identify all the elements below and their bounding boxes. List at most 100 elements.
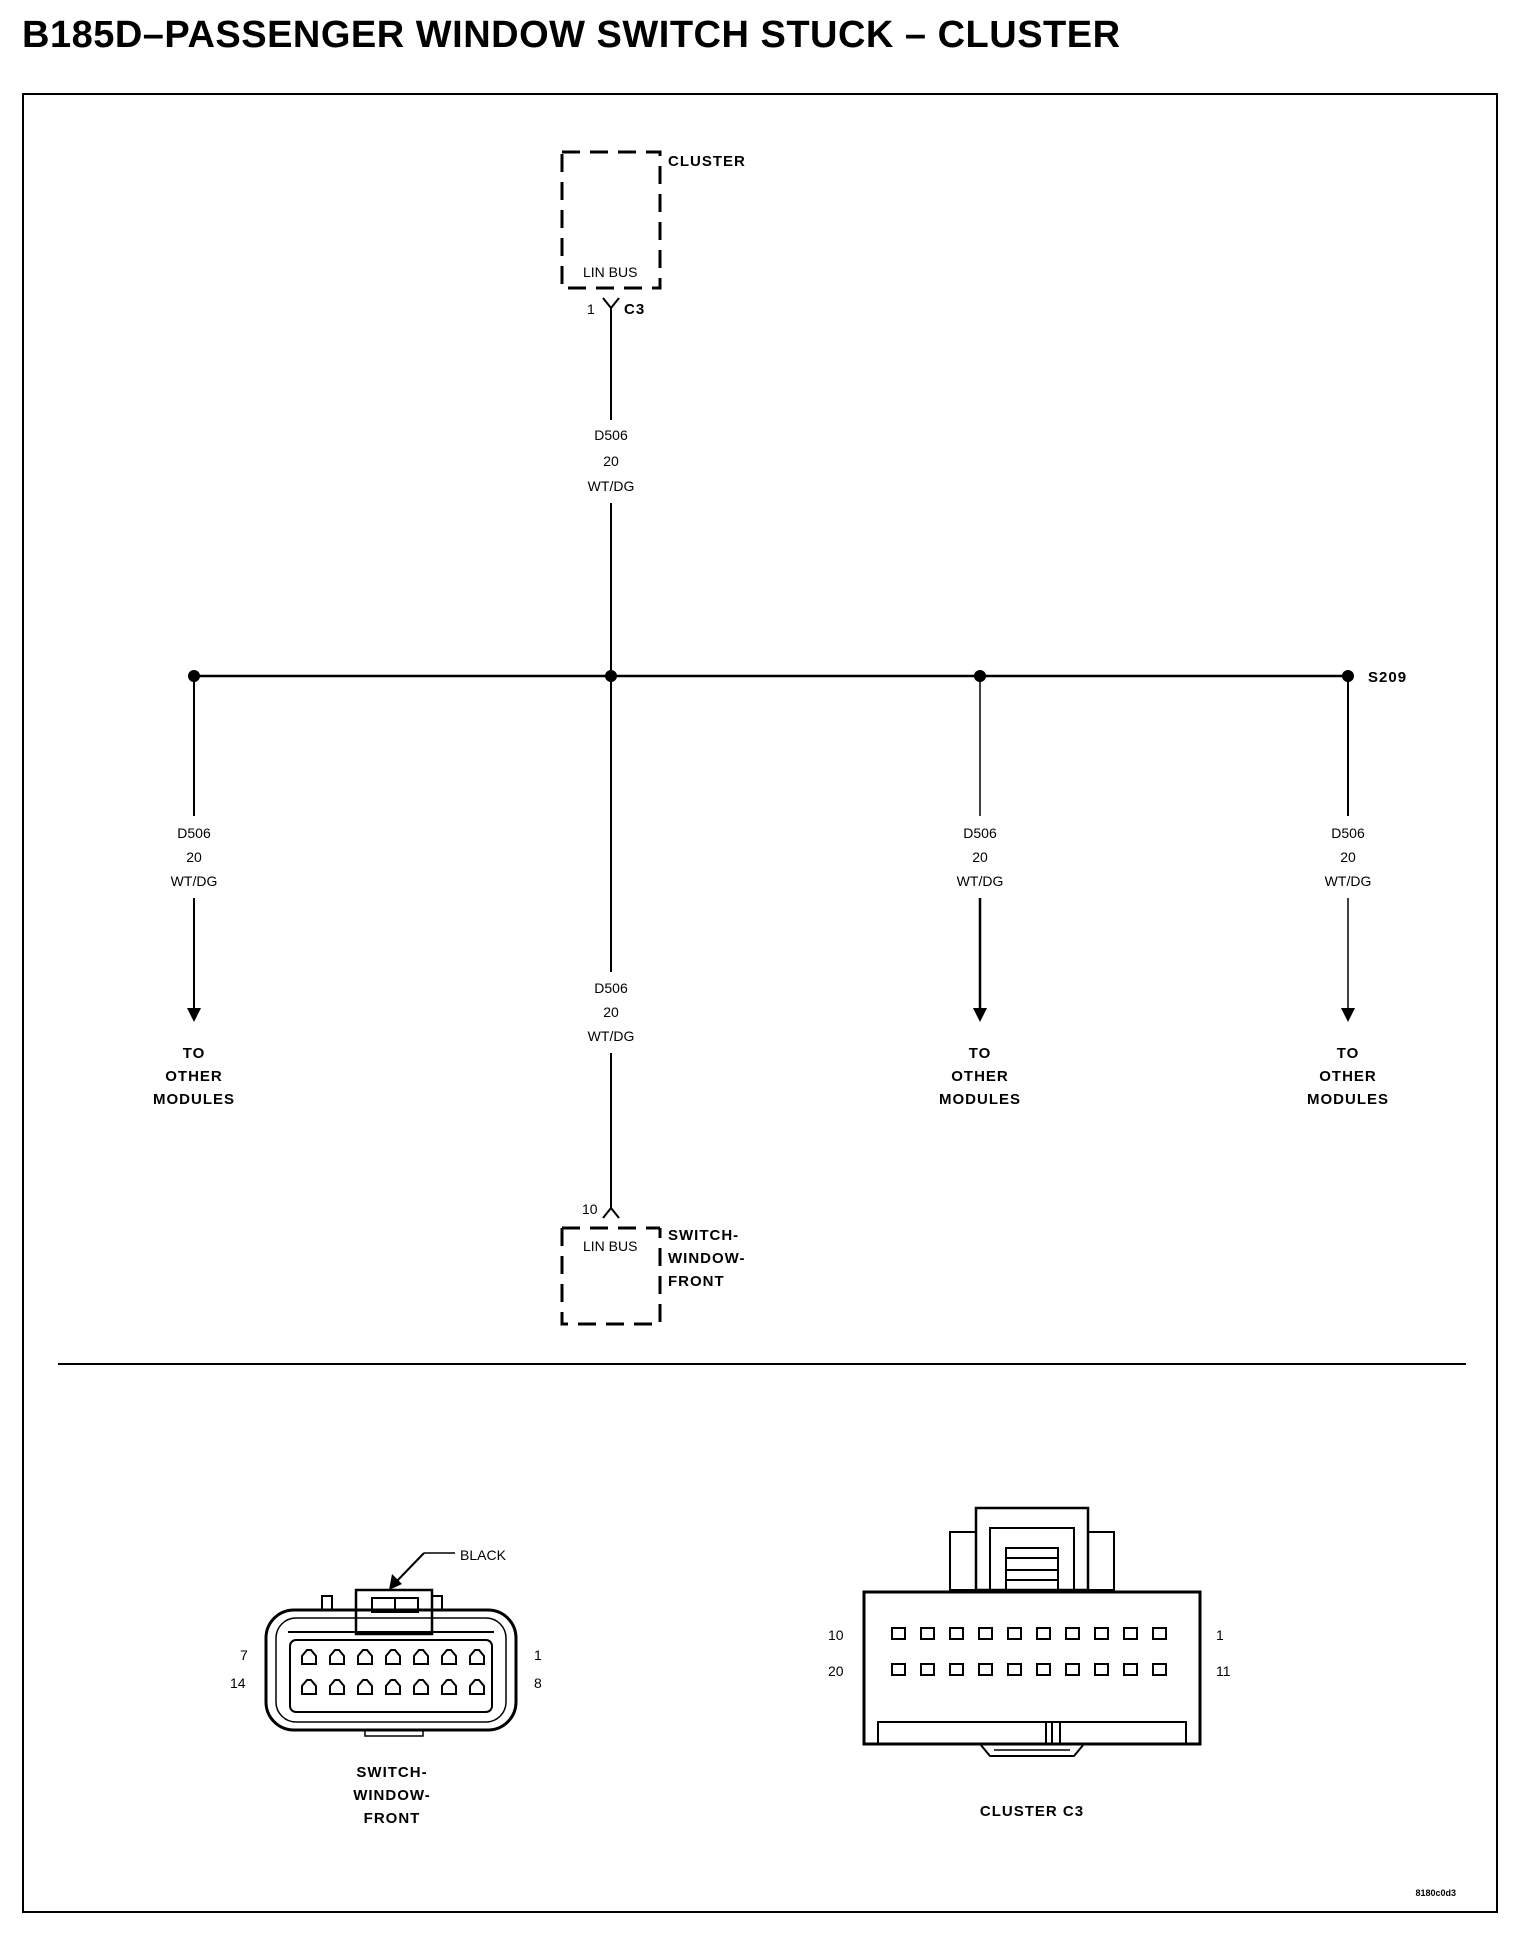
branch-mid-right-gauge: 20 bbox=[972, 849, 988, 865]
c3-pin-cavity-11 bbox=[891, 1663, 906, 1676]
switch-connector-inner bbox=[275, 1617, 507, 1723]
c3-pin-cavity-2 bbox=[920, 1627, 935, 1640]
branch-center-gauge: 20 bbox=[603, 1004, 619, 1020]
branch-mid-right: D506 20 WT/DG TO OTHER MODULES bbox=[939, 676, 1021, 1108]
wire-circuit-label: D506 bbox=[594, 427, 628, 443]
switch-pin-cavity-2 bbox=[329, 1649, 345, 1665]
switch-connector-bottom-tab bbox=[364, 1729, 424, 1737]
cluster-module: CLUSTER LIN BUS bbox=[560, 150, 746, 290]
switch-connector-symbol bbox=[602, 1206, 620, 1219]
branch-right-dest-3: MODULES bbox=[1307, 1091, 1389, 1108]
c3-latch-right-wing bbox=[1087, 1531, 1115, 1591]
cluster-pin-label: LIN BUS bbox=[583, 264, 637, 280]
c3-pin-cavity-6 bbox=[1036, 1627, 1051, 1640]
branch-mid-right-dest-3: MODULES bbox=[939, 1091, 1021, 1108]
switch-caption-1: SWITCH- bbox=[356, 1764, 427, 1781]
switch-pin-label-top-right: 1 bbox=[534, 1647, 542, 1663]
switch-pin-cavity bbox=[289, 1639, 493, 1713]
c3-connector-symbol bbox=[602, 297, 620, 310]
cluster-box bbox=[560, 150, 662, 290]
branch-right-circuit: D506 bbox=[1331, 825, 1365, 841]
branch-right-gauge: 20 bbox=[1340, 849, 1356, 865]
branch-center: D506 20 WT/DG 10 bbox=[582, 676, 635, 1219]
switch-pin-label: LIN BUS bbox=[583, 1238, 637, 1254]
c3-connector: 1 C3 bbox=[587, 297, 645, 318]
color-callout-leader-diag bbox=[395, 1552, 425, 1583]
branch-left-dest-2: OTHER bbox=[165, 1068, 223, 1085]
c3-pin-cavity-19 bbox=[1123, 1663, 1138, 1676]
branch-mid-right-dest-2: OTHER bbox=[951, 1068, 1009, 1085]
branch-mid-right-dest-1: TO bbox=[969, 1045, 992, 1062]
splice-label: S209 bbox=[1368, 669, 1407, 686]
diagram-frame bbox=[22, 93, 1498, 1913]
switch-pin-label-bottom-left: 14 bbox=[230, 1675, 246, 1691]
branch-right-color: WT/DG bbox=[1325, 873, 1372, 889]
switch-latch-right-tab bbox=[431, 1595, 443, 1611]
c3-pin-cavity-7 bbox=[1065, 1627, 1080, 1640]
switch-pin-cavity-3 bbox=[357, 1649, 373, 1665]
branch-center-circuit: D506 bbox=[594, 980, 628, 996]
switch-pin-cavity-10 bbox=[357, 1679, 373, 1695]
c3-pin-cavity-14 bbox=[978, 1663, 993, 1676]
branch-left-circuit: D506 bbox=[177, 825, 211, 841]
c3-pin-label-bottom-left: 20 bbox=[828, 1663, 844, 1679]
switch-label-1: SWITCH- bbox=[668, 1227, 739, 1244]
cluster-label: CLUSTER bbox=[668, 153, 746, 170]
switch-pin-cavity-4 bbox=[385, 1649, 401, 1665]
c3-pin-grid bbox=[891, 1627, 1167, 1676]
switch-window-front-module: LIN BUS SWITCH- WINDOW- FRONT bbox=[560, 1226, 746, 1326]
c3-pin-cavity-18 bbox=[1094, 1663, 1109, 1676]
switch-caption-3: FRONT bbox=[364, 1810, 421, 1827]
c3-pin-cavity-3 bbox=[949, 1627, 964, 1640]
c3-pin-cavity-8 bbox=[1094, 1627, 1109, 1640]
page-title: B185D–PASSENGER WINDOW SWITCH STUCK – CL… bbox=[22, 14, 1121, 56]
branch-left-color: WT/DG bbox=[171, 873, 218, 889]
switch-pin-cavity-13 bbox=[441, 1679, 457, 1695]
color-callout: BLACK bbox=[460, 1547, 507, 1563]
switch-pin-cavity-9 bbox=[329, 1679, 345, 1695]
c3-latch-left-wing bbox=[949, 1531, 977, 1591]
switch-pin-cavity-6 bbox=[441, 1649, 457, 1665]
branch-right-arrow bbox=[1341, 1008, 1355, 1022]
branch-left-arrow bbox=[187, 1008, 201, 1022]
branch-left: D506 20 WT/DG TO OTHER MODULES bbox=[153, 676, 235, 1108]
c3-pin-cavity-16 bbox=[1036, 1663, 1051, 1676]
branch-mid-right-color: WT/DG bbox=[957, 873, 1004, 889]
switch-latch bbox=[354, 1588, 434, 1636]
c3-pin-cavity-15 bbox=[1007, 1663, 1022, 1676]
branch-right-dest-1: TO bbox=[1337, 1045, 1360, 1062]
branch-right: D506 20 WT/DG TO OTHER MODULES bbox=[1307, 676, 1389, 1108]
c3-pin-cavity-4 bbox=[978, 1627, 993, 1640]
wire-color-label: WT/DG bbox=[588, 478, 635, 494]
switch-pin-cavity-11 bbox=[385, 1679, 401, 1695]
switch-pin-cavity-1 bbox=[301, 1649, 317, 1665]
switch-label-3: FRONT bbox=[668, 1273, 725, 1290]
switch-pin-cavity-12 bbox=[413, 1679, 429, 1695]
c3-bottom-rail bbox=[877, 1721, 1187, 1745]
c3-pin-cavity-20 bbox=[1152, 1663, 1167, 1676]
branch-left-dest-3: MODULES bbox=[153, 1091, 235, 1108]
c3-pin-cavity-12 bbox=[920, 1663, 935, 1676]
switch-pin-grid bbox=[301, 1649, 485, 1695]
switch-pin-cavity-14 bbox=[469, 1679, 485, 1695]
c3-pin-label-top-left: 10 bbox=[828, 1627, 844, 1643]
switch-connector-view: BLACK 7 14 1 8 SWITCH- WINDOW- FRONT bbox=[230, 1547, 542, 1827]
branch-left-dest-1: TO bbox=[183, 1045, 206, 1062]
c3-pin-cavity-13 bbox=[949, 1663, 964, 1676]
c3-pin-number: 1 bbox=[587, 301, 595, 317]
c3-caption: CLUSTER C3 bbox=[980, 1803, 1084, 1820]
c3-pin-cavity-5 bbox=[1007, 1627, 1022, 1640]
switch-box bbox=[560, 1226, 662, 1326]
c3-pin-cavity-17 bbox=[1065, 1663, 1080, 1676]
switch-pin-label-top-left: 7 bbox=[240, 1647, 248, 1663]
wire-gauge-label: 20 bbox=[603, 453, 619, 469]
switch-pin-label-bottom-right: 8 bbox=[534, 1675, 542, 1691]
switch-label-2: WINDOW- bbox=[668, 1250, 746, 1267]
branch-center-color: WT/DG bbox=[588, 1028, 635, 1044]
switch-caption-2: WINDOW- bbox=[353, 1787, 431, 1804]
branch-mid-right-circuit: D506 bbox=[963, 825, 997, 841]
c3-label: C3 bbox=[624, 301, 645, 318]
switch-pin-cavity-5 bbox=[413, 1649, 429, 1665]
c3-pin-cavity-1 bbox=[891, 1627, 906, 1640]
